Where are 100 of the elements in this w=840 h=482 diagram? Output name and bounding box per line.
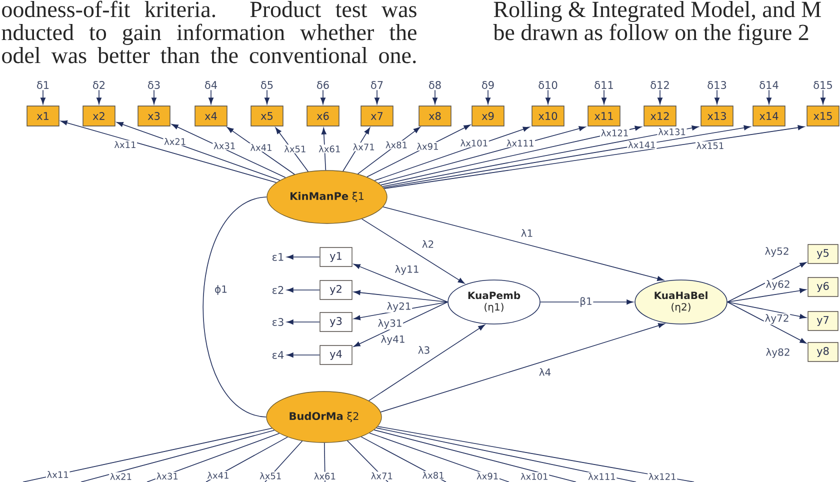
arrow — [378, 126, 586, 184]
edge-label: λx91 — [416, 142, 440, 151]
edge-label: λy52 — [764, 246, 790, 258]
error-label: δ11 — [594, 81, 613, 89]
edge-label: λ1 — [520, 228, 534, 238]
body-text: oodness-of-fit kriteria. Product test was — [2, 0, 416, 18]
variable-box: x15 — [806, 106, 840, 126]
edge-label: λx51 — [258, 472, 282, 480]
arrow — [374, 90, 380, 104]
edge-label: λx31 — [212, 141, 236, 150]
edge-label: λy31 — [376, 318, 404, 330]
line — [369, 432, 510, 482]
line — [22, 428, 272, 482]
arrow — [342, 127, 370, 172]
error-label: ε1 — [272, 253, 284, 261]
variable-box: y1 — [320, 247, 352, 267]
arrow — [361, 218, 465, 284]
line — [264, 440, 303, 482]
arrow — [366, 124, 470, 178]
edge-label: λx61 — [313, 472, 337, 480]
edge-label: λx121 — [600, 128, 630, 138]
edge-label: λx61 — [318, 144, 342, 154]
variable-box: x7 — [360, 106, 394, 126]
arrow — [368, 324, 485, 402]
variable-box: y7 — [808, 311, 838, 331]
arrow — [286, 288, 320, 292]
variable-box: x12 — [644, 106, 676, 126]
edge-label: λx91 — [476, 472, 500, 480]
edge-label: λx11 — [46, 470, 70, 479]
arrow — [727, 302, 806, 319]
line — [376, 428, 636, 482]
arrow — [658, 90, 662, 104]
error-label: δ14 — [760, 81, 778, 89]
arrow — [354, 264, 448, 302]
error-label: δ7 — [371, 81, 383, 89]
arrow — [380, 126, 642, 186]
edge-label: λ4 — [538, 367, 552, 377]
edge-label: λy11 — [394, 264, 420, 276]
error-label: δ2 — [93, 81, 104, 89]
line — [377, 426, 694, 482]
body-text: be drawn as follow on the figure 2 — [493, 24, 808, 45]
edge-label: λx71 — [370, 472, 394, 480]
error-label: δ10 — [538, 81, 558, 89]
arrow — [116, 122, 280, 181]
arrow — [286, 320, 320, 324]
variable-box: x14 — [752, 106, 786, 126]
arrow — [382, 125, 699, 187]
error-label: δ1 — [37, 81, 49, 89]
edge-label: λx31 — [156, 472, 180, 480]
edge-label: λy62 — [764, 279, 792, 291]
variable-box: x13 — [700, 106, 734, 126]
variable-box: y2 — [320, 280, 352, 300]
arrow — [286, 254, 320, 260]
edge-label: λ2 — [421, 239, 435, 249]
edge-label: λx11 — [113, 140, 138, 149]
edge-label: λy41 — [380, 334, 406, 346]
arrow — [354, 290, 448, 302]
edge-label: λ3 — [417, 345, 431, 355]
arrow — [727, 288, 806, 302]
arrow — [486, 90, 490, 104]
curved-line — [202, 196, 268, 418]
edge-label: λx151 — [696, 141, 725, 150]
variable-box: x8 — [418, 106, 452, 126]
edge-label: λx81 — [421, 470, 446, 480]
line — [374, 430, 576, 482]
error-label: δ8 — [429, 81, 441, 89]
arrow — [766, 90, 772, 104]
variable-box: y6 — [808, 277, 838, 297]
arrow — [727, 302, 806, 344]
error-label: δ15 — [814, 81, 832, 89]
line — [324, 442, 326, 482]
edge-label: λx21 — [163, 137, 187, 146]
arrow — [275, 127, 309, 172]
edge-label: λx41 — [206, 471, 230, 480]
arrow — [60, 120, 277, 183]
variable-box: x9 — [472, 106, 504, 126]
variable-box: x11 — [588, 106, 620, 126]
arrow — [96, 90, 102, 104]
arrow — [714, 90, 720, 104]
body-text: nducted to gain information whether the — [2, 24, 416, 45]
edge-label: λx131 — [657, 127, 687, 136]
variable-box: x4 — [194, 106, 228, 126]
edge-label: λx21 — [109, 472, 133, 481]
edge-label: λx141 — [627, 140, 657, 149]
arrow — [172, 124, 286, 178]
edge-label: λx121 — [648, 472, 678, 481]
edge-label: λx81 — [384, 140, 408, 150]
variable-box: y3 — [320, 312, 352, 332]
error-label: ε4 — [272, 351, 284, 359]
arrow — [382, 206, 664, 282]
arrow — [380, 323, 665, 412]
edge-label: λy82 — [764, 347, 792, 359]
line — [346, 440, 388, 482]
variable-box: y5 — [808, 244, 838, 264]
arrow — [40, 90, 46, 104]
arrow — [602, 90, 606, 104]
error-label: δ4 — [205, 81, 217, 89]
variable-box: x5 — [250, 106, 284, 126]
arrow — [540, 300, 634, 304]
edge-label: λy21 — [386, 301, 412, 313]
